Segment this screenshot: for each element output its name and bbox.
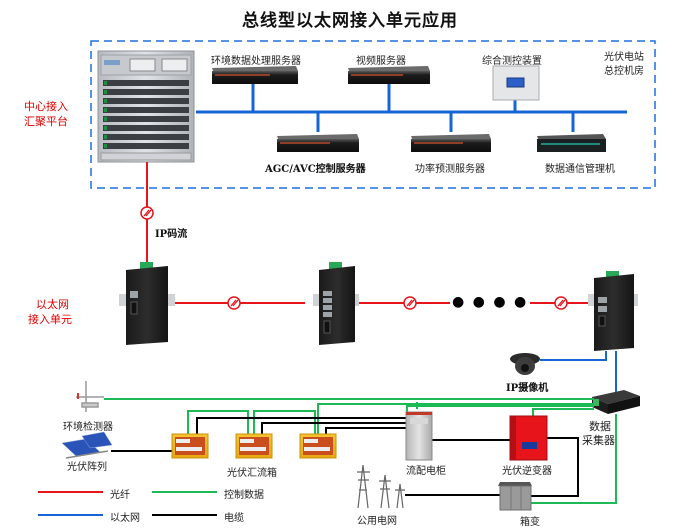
server-video: [348, 66, 430, 84]
label-pv-array: 光伏阵列: [67, 462, 107, 473]
data-comm-manager: [537, 134, 606, 152]
label-platform-line1: 中心接入: [24, 100, 68, 113]
legend-label-control: 控制数据: [224, 490, 264, 501]
label-ip-camera: IP摄像机: [506, 383, 549, 394]
label-control-room-line1: 光伏电站: [604, 52, 644, 63]
access-switch-1: [119, 262, 175, 345]
aggregation-switch-chassis: [97, 50, 195, 163]
label-inverter: 光伏逆变器: [502, 466, 552, 477]
access-switch-2: [313, 262, 359, 345]
data-collector: [592, 390, 640, 414]
environment-monitor: [76, 381, 104, 412]
label-distribution-cabinet: 流配电柜: [406, 466, 446, 477]
box-transformer: [498, 482, 532, 511]
legend-label-ethernet: 以太网: [110, 513, 140, 524]
ethernet-bus: [196, 82, 627, 132]
label-platform-line2: 汇聚平台: [24, 115, 68, 128]
server-power-forecast: [411, 134, 491, 152]
integrated-measurement-device: [492, 65, 540, 101]
label-combiner-box: 光伏汇流箱: [227, 468, 277, 479]
legend-label-fiber: 光纤: [110, 490, 130, 501]
legend-label-cable: 电缆: [224, 513, 244, 524]
label-server-env-data: 环境数据处理服务器: [211, 56, 301, 67]
public-grid-tower: [357, 464, 405, 509]
pv-inverter: [509, 415, 548, 461]
label-data-comm-manager: 数据通信管理机: [545, 164, 615, 175]
label-box-transformer: 箱变: [520, 517, 540, 528]
label-server-power-forecast: 功率预测服务器: [415, 164, 485, 175]
combiner-box-1: [171, 433, 209, 459]
combiner-box-3: [299, 433, 337, 459]
access-switch-n: [588, 271, 638, 351]
fiber-links: [146, 162, 590, 304]
server-agc-avc: [277, 134, 359, 152]
label-control-room-line2: 总控机房: [604, 66, 644, 77]
label-measurement-device: 综合测控装置: [482, 56, 542, 67]
label-access-unit-line2: 接入单元: [28, 313, 72, 326]
combiner-box-2: [235, 433, 273, 459]
control-room-border: [90, 40, 656, 189]
label-collector-line1: 数据: [589, 420, 611, 433]
diagram-title: 总线型以太网接入单元应用: [242, 11, 458, 31]
server-env-data: [212, 66, 298, 84]
cable-links: [111, 417, 579, 497]
label-access-unit-line1: 以太网: [36, 298, 69, 311]
ellipsis-more-switches: ● ● ● ●: [452, 294, 529, 310]
label-public-grid: 公用电网: [357, 516, 397, 527]
legend-lines: [38, 491, 217, 516]
label-server-agc-avc: AGC/AVC控制服务器: [265, 164, 366, 175]
label-server-video: 视频服务器: [356, 56, 406, 67]
label-ip-stream: IP码流: [155, 229, 188, 240]
distribution-cabinet: [405, 411, 433, 461]
label-env-monitor: 环境检测器: [63, 422, 113, 433]
label-collector-line2: 采集器: [582, 434, 615, 447]
control-data-links: [104, 398, 617, 504]
ip-camera: [510, 353, 540, 375]
ethernet-field-links: [540, 351, 617, 392]
pv-array: [61, 431, 113, 459]
